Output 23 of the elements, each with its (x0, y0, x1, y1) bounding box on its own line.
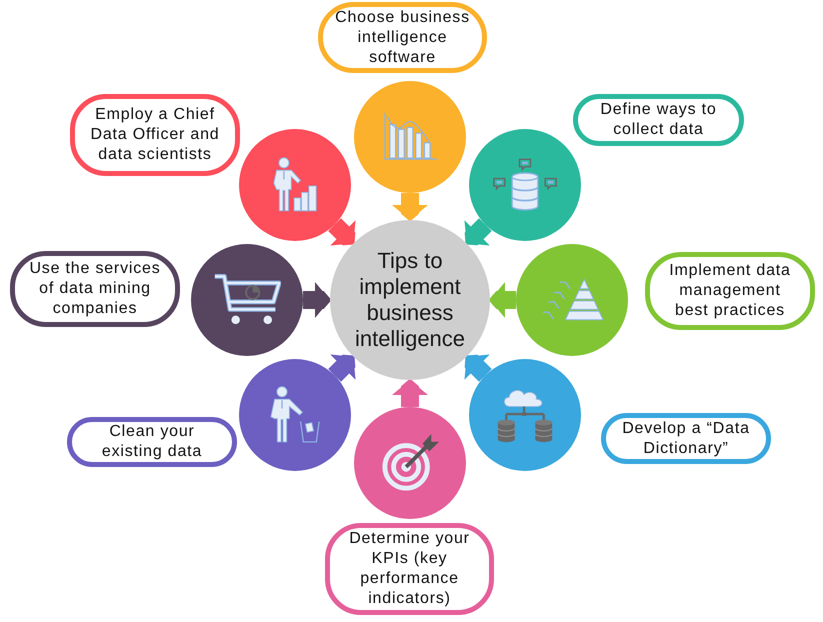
arrow (392, 380, 428, 407)
topic-text: Tips to implement business intelligence (354, 248, 466, 352)
tip-text: Use the services of data mining companies (28, 259, 162, 319)
arrow (490, 282, 516, 318)
arrow (328, 354, 356, 382)
tip-card (325, 523, 494, 615)
tip-card (70, 94, 240, 176)
arrow (328, 218, 356, 246)
tip-card (601, 413, 771, 464)
tip-text: Implement data management best practices (668, 261, 792, 321)
tip-text: Define ways to collect data (599, 100, 718, 140)
tip-text: Determine your KPIs (key performance indicators) (348, 529, 471, 609)
arrow (464, 218, 492, 246)
tip-text: Employ a Chief Data Officer and data scientists (89, 105, 220, 165)
tip-text: Choose business intelligence software (334, 8, 471, 68)
tip-text: Clean your existing data (100, 422, 204, 462)
tip-circle (239, 129, 351, 241)
tip-card (67, 417, 237, 467)
arrow (303, 282, 330, 318)
tip-text: Develop a “Data Dictionary” (621, 418, 751, 458)
tip-card (573, 94, 744, 146)
arrow (392, 193, 428, 220)
arrow (464, 354, 492, 382)
